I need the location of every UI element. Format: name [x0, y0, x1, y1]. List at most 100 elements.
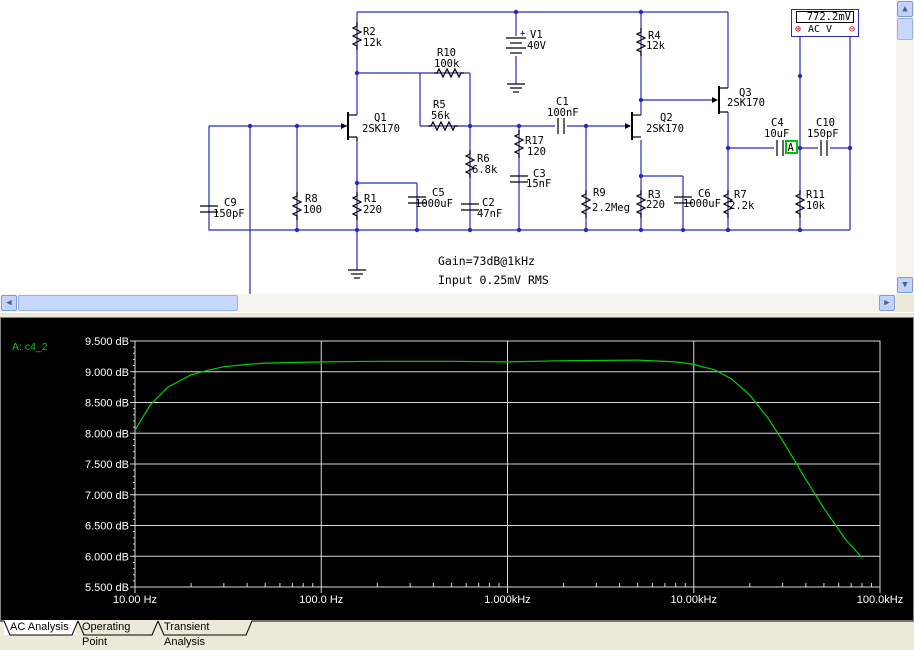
label-r7-value: 2.2k	[729, 200, 755, 212]
probe-marker[interactable]: A	[785, 140, 798, 154]
x-tick-label: 1.000kHz	[484, 594, 530, 606]
analysis-tab-bar: AC Analysis Operating Point Transient An…	[0, 620, 914, 648]
resistor-r7[interactable]	[722, 190, 734, 218]
scroll-down-icon[interactable]: ▼	[897, 277, 913, 293]
resistor-r6[interactable]	[464, 150, 476, 178]
label-r10-value: 100k	[434, 58, 460, 70]
label-r4-name: R4	[648, 30, 661, 42]
component-labels: R2 12k R10 100k R5 56k R6 6.8k R17 120 R…	[213, 26, 839, 220]
ac-voltmeter[interactable]: 772.2mV ⊕ AC V ⊖	[791, 9, 859, 37]
series-legend-label: A: c4_2	[12, 341, 48, 353]
label-r11-name: R11	[806, 189, 825, 201]
resistor-r1[interactable]	[351, 192, 363, 220]
tab-ac-analysis[interactable]: AC Analysis	[4, 620, 76, 635]
label-r17-value: 120	[527, 146, 546, 158]
x-tick-labels: 10.00 Hz 100.0 Hz 1.000kHz 10.00kHz 100.0kHz	[113, 594, 903, 606]
vertical-scroll-thumb[interactable]	[897, 18, 913, 40]
pane-splitter[interactable]	[0, 312, 914, 317]
resistor-r17[interactable]	[513, 130, 525, 158]
transistor-q2[interactable]	[625, 112, 641, 140]
label-c1-value: 100nF	[547, 107, 579, 119]
capacitor-c2[interactable]	[461, 203, 479, 211]
label-r6-value: 6.8k	[472, 164, 498, 176]
meter-mode-label: AC V	[808, 24, 833, 35]
resistor-r3[interactable]	[635, 190, 647, 218]
label-r17-name: R17	[525, 135, 544, 147]
label-r9-name: R9	[593, 187, 606, 199]
label-q1-value: 2SK170	[362, 123, 400, 135]
label-c10-name: C10	[816, 117, 835, 129]
meter-mode: ⊕ AC V ⊖	[792, 24, 858, 36]
x-tick-label: 100.0 Hz	[299, 594, 343, 606]
y-tick-label: 5.500 dB	[85, 582, 129, 594]
resistor-r5[interactable]	[428, 120, 458, 132]
label-c5-value: 1000uF	[415, 198, 453, 210]
ground-symbol	[507, 83, 525, 93]
scroll-up-icon[interactable]: ▲	[897, 1, 913, 17]
label-c9-name: C9	[224, 197, 237, 209]
y-tick-label: 7.000 dB	[85, 490, 129, 502]
schematic-canvas[interactable]: A R2 12k R10 100k R5 56k R6 6.8k R17 120…	[0, 0, 896, 294]
label-q2-name: Q2	[660, 112, 673, 124]
graph-canvas[interactable]: A: c4_2 5.500 dB6.000 dB6.500 dB7.000 dB…	[1, 318, 913, 621]
label-r1-value: 220	[363, 204, 382, 216]
series	[134, 359, 863, 558]
label-r8-name: R8	[305, 193, 318, 205]
voltage-source-v1[interactable]	[506, 37, 526, 54]
label-c6-name: C6	[698, 188, 711, 200]
label-c4-value: 10uF	[764, 128, 789, 140]
horizontal-scroll-thumb[interactable]	[18, 295, 238, 311]
resistor-r11[interactable]	[794, 190, 806, 218]
grid-lines	[134, 340, 881, 588]
label-v1-value: 40V	[527, 40, 547, 52]
resistor-r8[interactable]	[291, 192, 303, 220]
label-r3-name: R3	[648, 189, 661, 201]
y-tick-label: 7.500 dB	[85, 459, 129, 471]
label-v1-plus: +	[520, 29, 526, 39]
horizontal-scrollbar[interactable]: ◀ ▶	[0, 294, 896, 312]
label-c6-value: 1000uF	[683, 198, 721, 210]
label-r10-name: R10	[437, 47, 456, 59]
label-r8-value: 100	[303, 204, 322, 216]
x-tick-label: 10.00kHz	[671, 594, 717, 606]
label-c9-value: 150pF	[213, 208, 245, 220]
capacitor-c3[interactable]	[510, 175, 528, 183]
vertical-scrollbar[interactable]: ▲ ▼	[896, 0, 914, 294]
label-r9-value: 2.2Meg	[592, 202, 630, 214]
y-tick-label: 8.000 dB	[85, 428, 129, 440]
y-tick-labels: 5.500 dB6.000 dB6.500 dB7.000 dB7.500 dB…	[85, 336, 129, 594]
axis-ticks	[130, 340, 881, 593]
transistor-q3[interactable]	[712, 86, 728, 114]
capacitor-c9[interactable]	[200, 205, 218, 213]
scroll-right-icon[interactable]: ▶	[879, 295, 895, 311]
tab-transient-analysis[interactable]: Transient Analysis	[164, 621, 210, 648]
resistor-r2[interactable]	[351, 22, 363, 50]
tab-operating-point[interactable]: Operating Point	[82, 621, 131, 648]
meter-plus-terminal-icon: ⊕	[795, 24, 802, 35]
scroll-left-icon[interactable]: ◀	[1, 295, 17, 311]
series-line-c4-2	[134, 359, 863, 558]
label-q3-name: Q3	[739, 87, 752, 99]
x-tick-label: 10.00 Hz	[113, 594, 157, 606]
label-c3-value: 15nF	[526, 178, 551, 190]
schematic-editor[interactable]: A R2 12k R10 100k R5 56k R6 6.8k R17 120…	[0, 0, 896, 294]
junctions	[247, 9, 853, 233]
resistor-r4[interactable]	[635, 28, 647, 56]
resistor-r9[interactable]	[580, 190, 592, 218]
resistor-r10[interactable]	[434, 67, 464, 79]
transistor-q1[interactable]	[341, 112, 358, 141]
capacitor-c6[interactable]	[674, 196, 692, 204]
capacitor-c4[interactable]	[776, 140, 784, 156]
capacitor-c1[interactable]	[557, 118, 565, 134]
capacitor-c5[interactable]	[408, 196, 426, 204]
capacitor-c10[interactable]	[820, 140, 828, 156]
label-r2-name: R2	[363, 26, 376, 38]
label-r5-value: 56k	[431, 110, 451, 122]
label-q1-name: Q1	[374, 112, 387, 124]
label-r3-value: 220	[646, 199, 665, 211]
label-q2-value: 2SK170	[646, 123, 684, 135]
input-note: Input 0.25mV RMS	[438, 273, 549, 287]
x-tick-label: 100.0kHz	[857, 594, 903, 606]
y-tick-label: 6.000 dB	[85, 551, 129, 563]
